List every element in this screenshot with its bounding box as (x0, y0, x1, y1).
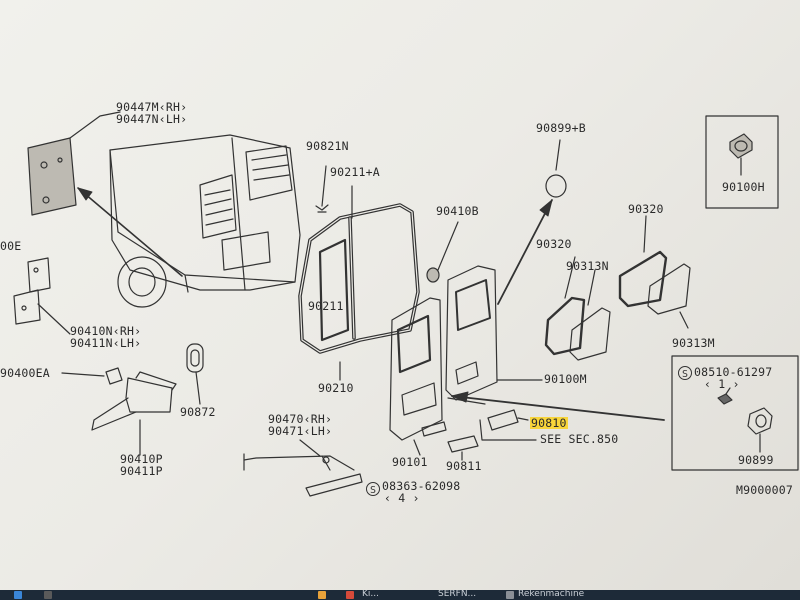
app-icon[interactable] (346, 591, 354, 599)
part-90899-cover (717, 387, 773, 453)
label-90810-highlighted: 90810 (530, 416, 568, 430)
label-90320-a: 90320 (536, 237, 572, 251)
part-90410n-hinge (13, 257, 71, 335)
screw-symbol-icon (678, 366, 692, 380)
svg-text:S: S (682, 369, 688, 380)
label-diagram-code: M9000007 (736, 483, 793, 497)
label-90447: 90447M‹RH› 90447N‹LH› (116, 100, 188, 126)
part-90899b (545, 174, 567, 198)
taskbar: Ki... SERFN... Rekenmachine (0, 590, 800, 600)
label-90101: 90101 (392, 455, 428, 469)
taskbar-item[interactable]: Ki... (362, 590, 379, 599)
label-90313n: 90313N (566, 259, 609, 273)
part-90410p-bracket (91, 371, 177, 456)
label-90410p: 90410P 90411P (120, 452, 163, 478)
part-90821n (315, 204, 329, 213)
part-90872 (186, 343, 204, 405)
part-90470-check-link (243, 439, 363, 497)
label-90100m: 90100M (544, 372, 587, 386)
label-90313m: 90313M (672, 336, 715, 350)
part-90447-pad (27, 111, 121, 216)
part-90410b (426, 221, 459, 283)
label-90211: 90211 (308, 299, 344, 313)
label-90410b: 90410B (436, 204, 479, 218)
label-08363: 08363-62098 (382, 479, 461, 493)
label-90320-b: 90320 (628, 202, 664, 216)
start-icon[interactable] (14, 591, 22, 599)
part-90400ea (105, 367, 123, 385)
label-90211a: 90211+A (330, 165, 380, 179)
label-90899b: 90899+B (536, 121, 586, 135)
search-icon[interactable] (44, 591, 52, 599)
part-90810 (487, 409, 519, 431)
label-see-sec-850: SEE SEC.850 (540, 432, 619, 446)
label-00e: 00E (0, 239, 22, 253)
folder-icon[interactable] (318, 591, 326, 599)
calculator-icon[interactable] (506, 591, 514, 599)
van-body-illustration (109, 134, 301, 308)
label-90400ea: 90400EA (0, 366, 50, 380)
part-90101-inner-door (389, 297, 443, 456)
label-08510-qty: ‹ 1 › (704, 377, 740, 391)
inset-90100h (705, 115, 779, 209)
label-90872: 90872 (180, 405, 216, 419)
taskbar-item-calculator[interactable]: Rekenmachine (518, 590, 585, 599)
part-90100h-cap (729, 133, 753, 176)
part-90320-glass-left (544, 256, 611, 361)
label-90811: 90811 (446, 459, 482, 473)
inset-90899 (671, 355, 799, 471)
part-90811 (447, 435, 479, 453)
screw-symbol-icon (366, 482, 380, 496)
label-90410n: 90410N‹RH› 90411N‹LH› (70, 324, 142, 350)
label-08510: 08510-61297 (694, 365, 773, 379)
part-90320-glass-right (618, 215, 691, 329)
taskbar-item[interactable]: SERFN... (438, 590, 477, 599)
label-90821n: 90821N (306, 139, 349, 153)
label-90899: 90899 (738, 453, 774, 467)
part-90210-weatherstrip (298, 203, 420, 381)
label-08363-qty: ‹ 4 › (384, 491, 420, 505)
label-90100h: 90100H (722, 180, 765, 194)
part-90100m-rear-door (445, 265, 543, 401)
label-90470: 90470‹RH› 90471‹LH› (268, 412, 333, 438)
svg-text:S: S (370, 485, 376, 496)
label-90210: 90210 (318, 381, 354, 395)
